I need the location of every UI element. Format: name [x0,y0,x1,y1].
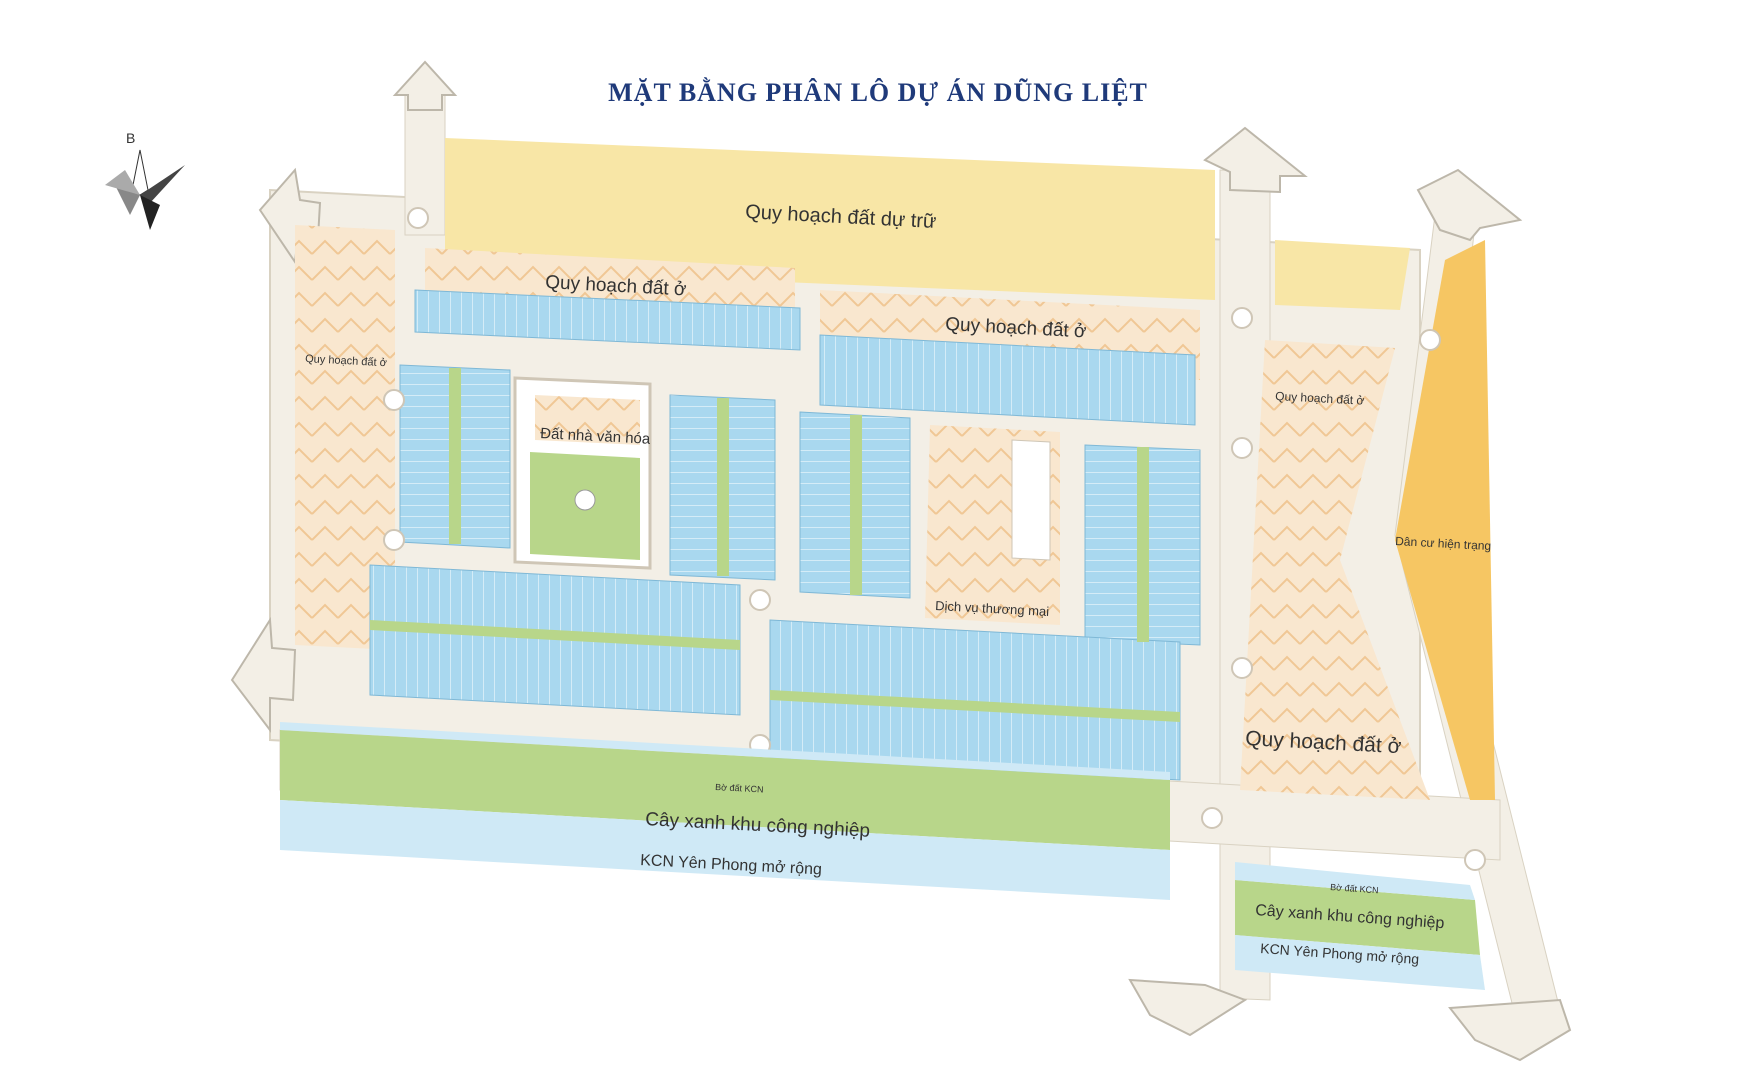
arrow-north [392,60,458,111]
label-res-west: Quy hoạch đất ở [305,353,387,369]
lot-green-strips [370,368,1180,722]
kcn-small [1235,935,1485,990]
green-industrial-main [280,730,1170,850]
compass-north-label: B [126,130,135,146]
border-small [1235,862,1475,900]
road-arrows [230,60,1572,1062]
arrow-southeast [1448,998,1572,1062]
existing-residential-zone [1395,240,1495,800]
label-commerce: Dịch vụ thương mại [935,598,1050,619]
border-main [280,722,1170,780]
compass-rose: B [105,130,185,230]
label-existing: Dân cư hiện trạng [1395,534,1492,553]
label-border-main: Bờ đất KCN [715,782,764,795]
res-west-zone [295,225,395,650]
lot-block-south-right [769,619,1181,781]
res-east-zone [1240,340,1430,800]
label-border-small: Bờ đất KCN [1330,882,1379,895]
lot-block-north-right [819,334,1196,426]
arrow-northeast [1203,126,1308,194]
lot-block-north-left [414,289,801,351]
green-industrial-small [1235,880,1480,955]
arrow-west [230,616,297,733]
arrow-south [1128,978,1248,1037]
map-title: MẶT BẰNG PHÂN LÔ DỰ ÁN DŨNG LIỆT [608,78,1148,107]
label-culture: Đất nhà văn hóa [540,425,651,448]
reserve-zone-east [1275,240,1410,310]
culture-house-block [513,376,652,570]
label-res-east-small: Quy hoạch đất ở [1275,389,1365,408]
roundabouts [383,207,1486,871]
commerce-building [1011,439,1051,561]
arrow-east [1416,168,1523,242]
kcn-main [280,800,1170,900]
